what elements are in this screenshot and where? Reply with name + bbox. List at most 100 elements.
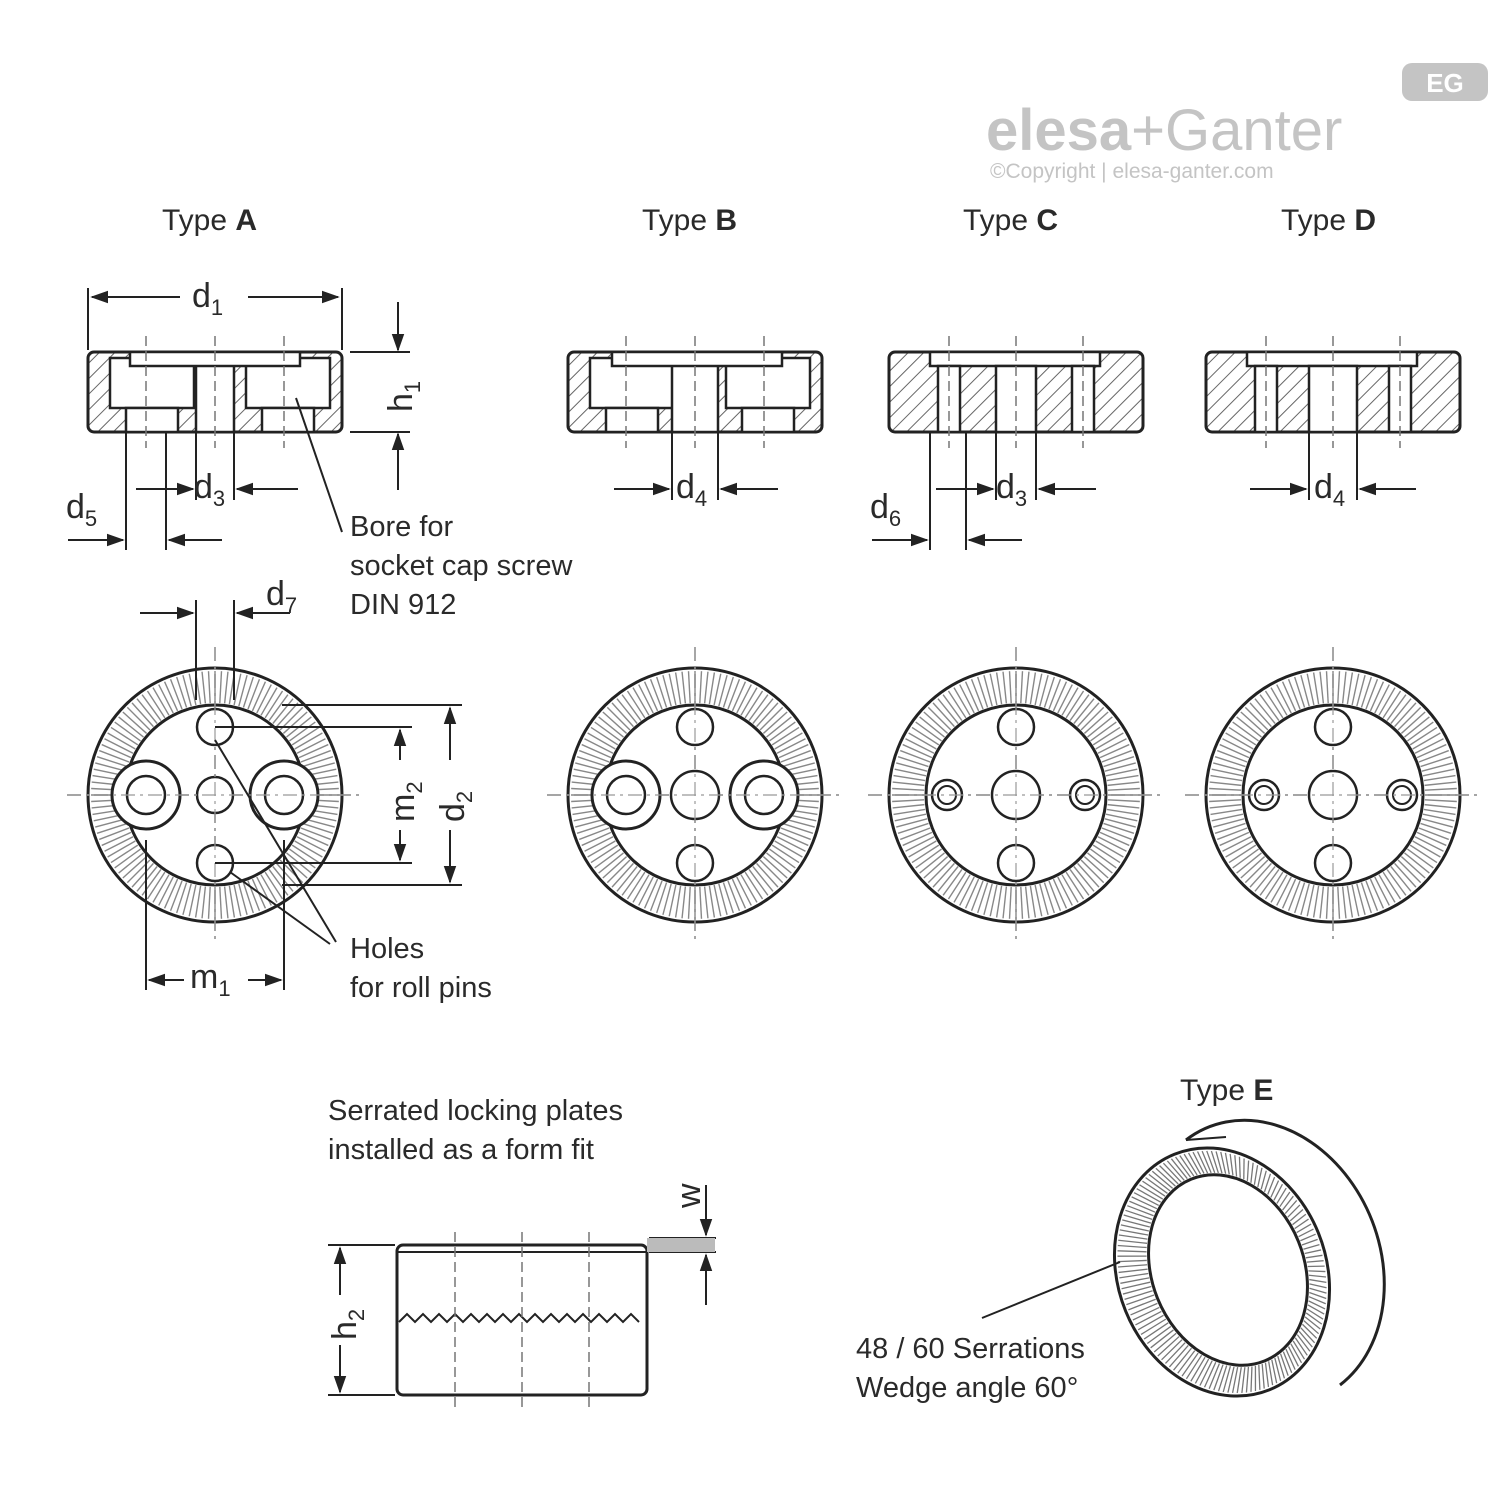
- serration-tooth: [602, 711, 628, 734]
- type-e-serration-tooth: [1257, 1167, 1263, 1188]
- serration-tooth: [594, 848, 621, 869]
- type-e-serration-tooth: [1120, 1277, 1150, 1284]
- serration-tooth: [1341, 886, 1347, 919]
- serration-tooth: [727, 678, 741, 710]
- serration-tooth: [892, 803, 925, 809]
- serration-tooth: [1254, 866, 1276, 892]
- type-e-serration-tooth: [1117, 1250, 1147, 1253]
- serration-tooth: [674, 672, 682, 705]
- serration-tooth: [731, 878, 747, 909]
- serration-tooth: [1219, 743, 1250, 759]
- serration-tooth: [713, 884, 722, 917]
- type-e-serration-tooth: [1274, 1357, 1282, 1382]
- type-e-serration-tooth: [1166, 1160, 1185, 1181]
- serration-tooth: [1211, 768, 1244, 777]
- serration-tooth: [908, 840, 937, 858]
- serration-tooth: [1264, 871, 1284, 900]
- serration-tooth: [983, 883, 993, 915]
- serration-tooth: [896, 818, 928, 828]
- type-e-serration-tooth: [1168, 1345, 1189, 1368]
- serration-tooth: [1378, 687, 1396, 716]
- serration-tooth: [1422, 768, 1455, 777]
- serration-tooth: [1276, 684, 1292, 714]
- serration-tooth: [1407, 848, 1434, 869]
- serration-tooth: [163, 681, 179, 712]
- serration-tooth: [668, 884, 677, 917]
- type-e-serration-tooth: [1199, 1360, 1213, 1386]
- serration-tooth: [708, 672, 716, 705]
- serration-tooth: [748, 694, 769, 721]
- type-e-serration-tooth: [1118, 1239, 1148, 1244]
- type-e-serration-tooth: [1294, 1218, 1309, 1230]
- serration-tooth: [1351, 673, 1360, 706]
- type-e-serration-tooth: [1135, 1310, 1162, 1326]
- serration-tooth: [107, 840, 136, 858]
- type-e-serration-tooth: [1150, 1329, 1174, 1349]
- serration-tooth: [1105, 813, 1138, 822]
- type-e-serration-tooth: [1305, 1254, 1323, 1259]
- serration-tooth: [894, 813, 927, 822]
- type-e-serration-tooth: [1215, 1151, 1223, 1174]
- serration-tooth: [101, 831, 132, 847]
- serration-tooth: [681, 886, 687, 919]
- serration-tooth: [296, 836, 326, 852]
- type-e-serration-tooth: [1118, 1234, 1148, 1240]
- serration-tooth: [687, 886, 691, 919]
- serration-tooth: [1034, 673, 1043, 706]
- serration-tooth: [923, 711, 949, 734]
- serration-tooth: [1325, 671, 1329, 704]
- serration-tooth: [1264, 690, 1284, 719]
- serration-tooth: [272, 866, 294, 892]
- serration-tooth: [1365, 678, 1379, 710]
- type-e-serration-tooth: [1271, 1359, 1278, 1384]
- serration-tooth: [1421, 818, 1453, 828]
- serration-tooth: [268, 694, 289, 721]
- serration-tooth: [1409, 844, 1438, 864]
- serration-tooth: [1386, 694, 1407, 721]
- type-e-serration-tooth: [1234, 1155, 1238, 1177]
- serration-tooth: [1369, 878, 1385, 909]
- serration-tooth: [703, 671, 709, 704]
- type-e-serration-tooth: [1129, 1200, 1156, 1213]
- type-e-serration-tooth: [1304, 1249, 1322, 1255]
- serration-tooth: [1394, 862, 1417, 888]
- type-e-serration-tooth: [1307, 1304, 1325, 1315]
- type-e-serration-tooth: [1157, 1336, 1180, 1357]
- serration-tooth: [638, 684, 654, 714]
- type-e-serration-tooth: [1287, 1346, 1299, 1367]
- serration-tooth: [905, 738, 935, 754]
- serration-tooth: [1087, 716, 1113, 738]
- type-a-section: [86, 336, 344, 448]
- serration-tooth: [606, 859, 631, 884]
- type-e-serration-tooth: [1123, 1214, 1152, 1224]
- serration-tooth: [1394, 702, 1417, 728]
- serration-tooth: [1090, 721, 1117, 742]
- serration-tooth: [1211, 813, 1244, 822]
- serration-tooth: [1232, 721, 1259, 742]
- serration-tooth: [915, 721, 942, 742]
- serration-tooth: [1104, 818, 1136, 828]
- serration-tooth: [1029, 885, 1037, 918]
- serration-tooth: [1244, 859, 1269, 884]
- serration-tooth: [662, 883, 672, 915]
- assembly-side-view: [395, 1232, 649, 1410]
- serration-tooth: [188, 884, 197, 917]
- dim-m2: m2: [384, 781, 427, 822]
- serration-tooth: [182, 675, 192, 707]
- serration-tooth: [894, 768, 927, 777]
- dim-d3-type-c: d3: [996, 468, 1027, 511]
- serration-tooth: [783, 762, 815, 772]
- type-e-serration-tooth: [1298, 1330, 1313, 1348]
- serration-tooth: [744, 871, 764, 900]
- serration-tooth: [947, 871, 967, 900]
- serration-tooth: [1414, 836, 1444, 852]
- type-e-serration-tooth: [1170, 1158, 1188, 1180]
- serration-tooth: [989, 673, 998, 706]
- serration-tooth: [598, 716, 624, 738]
- type-e-serration-tooth: [1217, 1365, 1228, 1392]
- serration-tooth: [759, 706, 784, 731]
- serration-tooth: [1337, 886, 1341, 919]
- serration-tooth: [905, 836, 935, 852]
- serration-tooth: [289, 721, 316, 742]
- serration-tooth: [1105, 768, 1138, 777]
